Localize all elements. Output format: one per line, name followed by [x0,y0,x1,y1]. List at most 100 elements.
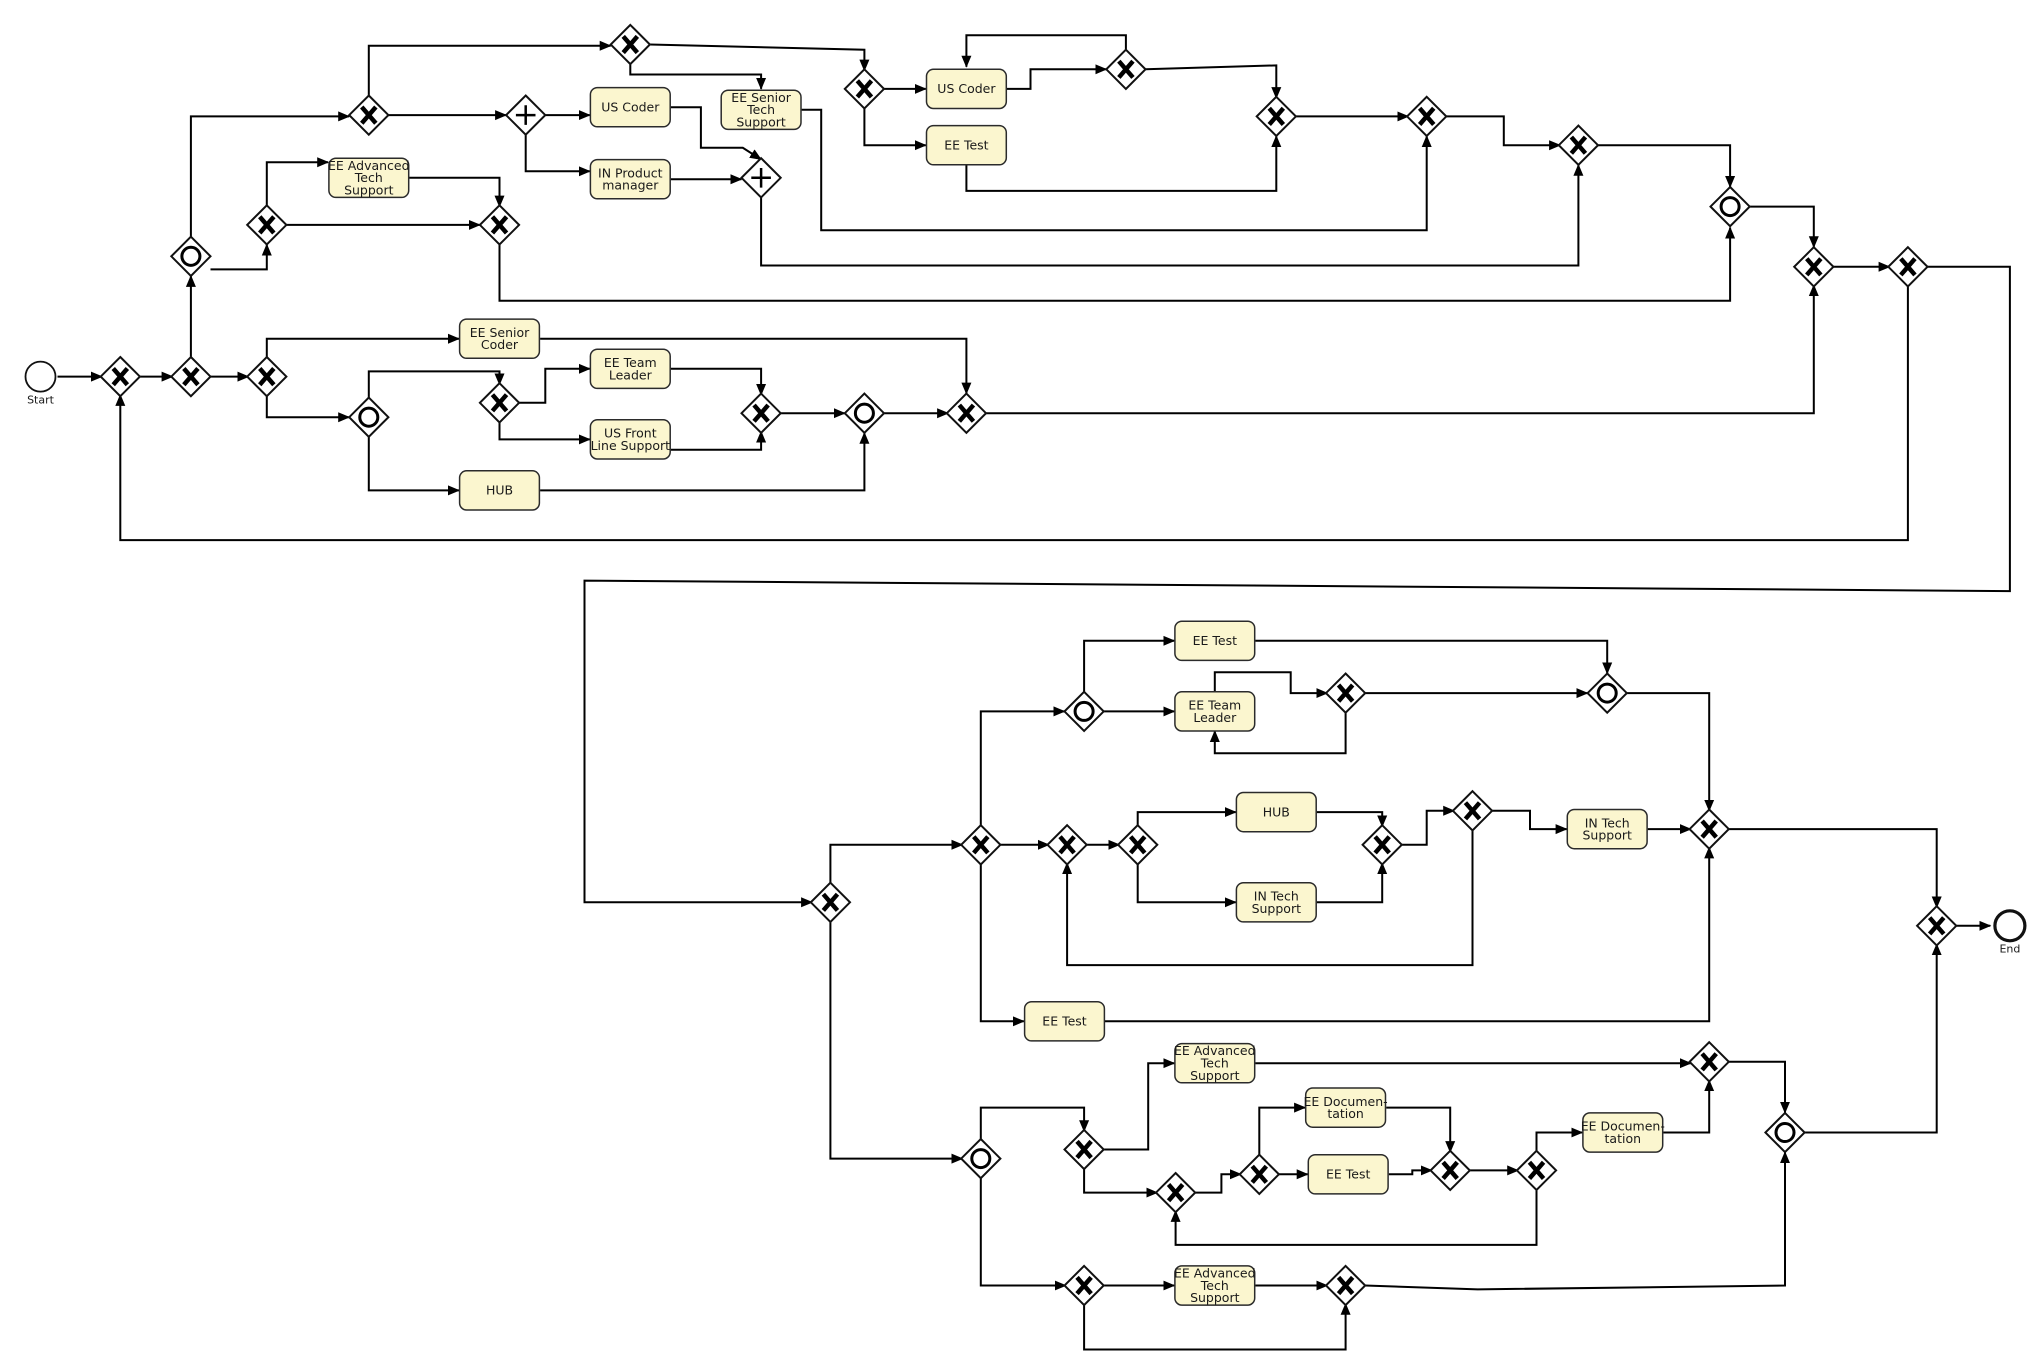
exclusive-gateway[interactable] [609,23,652,66]
start-event[interactable]: Start [24,360,57,407]
sequence-flow [1170,1188,1538,1246]
exclusive-gateway[interactable] [1688,1040,1731,1083]
task-t18[interactable]: EE Documen-tation [1304,1087,1388,1128]
task-label: HUB [486,483,513,498]
inclusive-gateway[interactable] [1709,185,1752,228]
sequence-flow [1083,1302,1351,1351]
task-t6[interactable]: EE Test [925,124,1008,166]
sequence-flow [1255,639,1613,675]
exclusive-gateway[interactable] [1046,823,1089,866]
inclusive-gateway[interactable] [1763,1111,1807,1154]
exclusive-marker-icon [1267,106,1286,126]
exclusive-gateway[interactable] [478,381,521,424]
sequence-flow [1804,943,1942,1134]
exclusive-gateway[interactable] [1792,245,1835,288]
inclusive-gateway[interactable] [1063,690,1106,733]
exclusive-gateway[interactable] [99,355,142,398]
end-event[interactable]: End [1993,909,2027,956]
exclusive-gateway[interactable] [809,881,852,924]
sequence-flow [649,43,870,72]
task-label: EE Advanced [328,158,410,173]
sequence-flow [1728,828,1942,909]
exclusive-gateway[interactable] [1063,1264,1106,1307]
exclusive-gateway[interactable] [1238,1153,1281,1196]
exclusive-gateway[interactable] [1688,808,1731,851]
task-t10[interactable]: HUB [458,470,541,511]
sequence-flow [367,370,505,399]
sequence-flow [1105,846,1715,1023]
exclusive-marker-icon [972,835,990,855]
exclusive-gateway[interactable] [1515,1149,1558,1192]
sequence-flow [583,265,2011,908]
parallel-marker-icon [751,168,771,188]
task-label: Leader [1193,710,1237,725]
exclusive-gateway[interactable] [1255,95,1298,138]
task-label: EE Team [1188,698,1241,713]
exclusive-gateway[interactable] [1324,1264,1367,1307]
task-t13[interactable]: HUB [1235,791,1317,833]
task-t20[interactable]: EE Documen-tation [1581,1112,1665,1153]
inclusive-marker-icon [1774,1121,1796,1144]
exclusive-gateway[interactable] [169,355,212,398]
sequence-flow [986,284,1819,415]
sequence-flow [1446,115,1562,151]
task-label: US Coder [601,100,660,115]
inclusive-gateway[interactable] [1586,672,1629,715]
exclusive-gateway[interactable] [1915,904,1958,947]
exclusive-gateway[interactable] [1886,245,1929,288]
task-t2[interactable]: US Coder [589,86,671,128]
task-label: EE Senior [731,90,791,105]
sequence-flow [1663,1079,1715,1134]
exclusive-gateway[interactable] [843,67,886,110]
exclusive-gateway[interactable] [1154,1171,1197,1214]
task-t19[interactable]: EE Test [1307,1153,1389,1195]
sequence-flow [540,431,870,492]
exclusive-gateway[interactable] [1557,124,1600,167]
exclusive-gateway[interactable] [1116,823,1159,866]
exclusive-gateway[interactable] [478,203,521,246]
exclusive-gateway[interactable] [245,355,288,398]
exclusive-gateway[interactable] [347,94,390,137]
exclusive-gateway[interactable] [245,203,288,246]
task-label: Tech [746,102,775,117]
exclusive-gateway[interactable] [740,392,783,435]
exclusive-gateway[interactable] [1405,95,1448,138]
exclusive-gateway[interactable] [1104,48,1147,91]
parallel-gateway[interactable] [504,94,547,137]
sequence-flow [760,163,1584,267]
exclusive-gateway[interactable] [1361,823,1404,866]
exclusive-gateway[interactable] [945,392,988,435]
sequence-flow [863,107,927,151]
exclusive-marker-icon [1700,1052,1718,1072]
task-t5[interactable]: US Coder [925,68,1008,110]
parallel-gateway[interactable] [740,156,783,199]
exclusive-gateway[interactable] [1063,1128,1106,1171]
inclusive-gateway[interactable] [843,392,886,435]
exclusive-marker-icon [1373,835,1391,855]
exclusive-gateway[interactable] [1324,672,1367,715]
exclusive-gateway[interactable] [1451,789,1494,832]
inclusive-gateway[interactable] [347,396,390,439]
sequence-flow [1535,1127,1584,1153]
inclusive-gateway[interactable] [169,235,212,278]
task-label: Support [1252,901,1302,916]
exclusive-gateway[interactable] [959,823,1002,866]
inclusive-gateway[interactable] [959,1137,1002,1180]
sequence-flow [1626,692,1715,812]
task-t16[interactable]: EE Test [1023,1000,1106,1042]
task-t11[interactable]: EE Test [1174,620,1256,662]
sequence-flow [1388,1165,1433,1176]
sequence-flow [265,394,351,423]
exclusive-gateway[interactable] [1429,1149,1472,1192]
